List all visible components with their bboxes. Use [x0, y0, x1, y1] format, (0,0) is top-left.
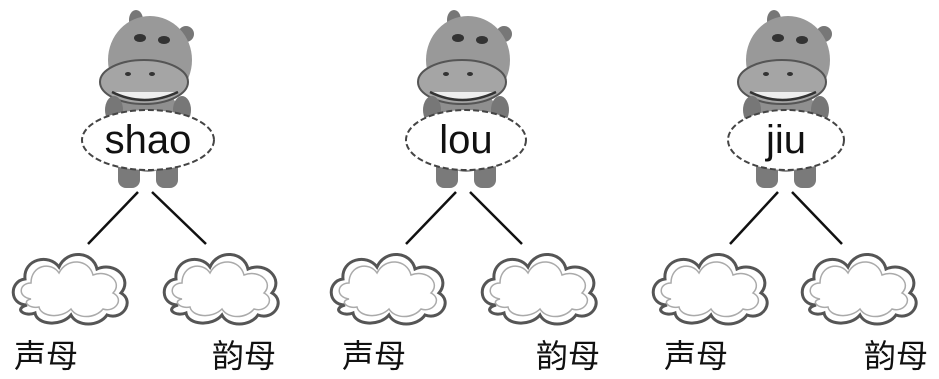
connector-line-right — [791, 191, 843, 245]
syllable-group: lou 声母 韵母 — [320, 0, 620, 379]
connector-line-left — [87, 191, 139, 245]
syllable-group: shao 声母 韵母 — [0, 0, 300, 379]
connector-line-right — [469, 191, 523, 245]
syllable-oval — [405, 109, 527, 171]
syllable-text: shao — [104, 118, 192, 162]
cloud-icon[interactable] — [651, 253, 769, 326]
final-label: 韵母 — [536, 337, 601, 375]
connector-line-left — [405, 191, 457, 245]
cloud-icon[interactable] — [162, 253, 280, 326]
cloud-icon[interactable] — [329, 253, 447, 326]
initial-label: 声母 — [664, 337, 729, 375]
group-drawing — [329, 10, 598, 326]
final-label: 韵母 — [864, 337, 929, 375]
cloud-icon[interactable] — [11, 253, 129, 326]
syllable-oval — [81, 109, 215, 171]
group-drawing — [651, 10, 918, 326]
connector-line-left — [729, 191, 779, 245]
final-label: 韵母 — [212, 337, 277, 375]
cloud-icon[interactable] — [800, 253, 918, 326]
initial-label: 声母 — [14, 337, 79, 375]
syllable-group: jiu 声母 韵母 — [638, 0, 938, 379]
group-drawing — [11, 10, 280, 326]
initial-label: 声母 — [342, 337, 407, 375]
syllable-oval — [727, 109, 845, 171]
cloud-icon[interactable] — [480, 253, 598, 326]
syllable-text: lou — [439, 118, 493, 162]
connector-line-right — [151, 191, 207, 245]
syllable-text: jiu — [765, 118, 807, 162]
